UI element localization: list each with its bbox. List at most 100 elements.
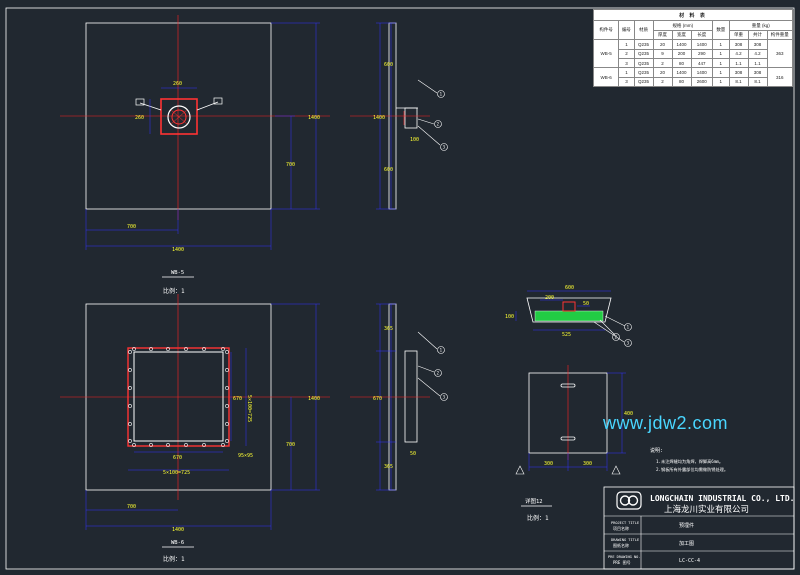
bolt-hole [184,347,188,351]
bolt-hole [225,368,229,372]
detail-plan-slot-top [560,383,576,388]
wb6-view-label: WB-6 [171,540,184,546]
bom-h-no: 编号 [618,20,635,41]
bom-part-cell: WB-5 [592,39,620,69]
bom-cell-q: 1 [712,48,730,59]
project-value: 预埋件 [679,522,694,529]
bom-part-cell: WB-6 [592,67,620,87]
bom-title: 材 料 表 [593,8,793,22]
wb6-leaders [417,331,441,397]
wb5-insert-plate [160,98,198,135]
bolt-hole [225,350,229,354]
bolt-hole [225,439,229,443]
bolt-hole [128,439,132,443]
sheet-border [5,7,795,570]
wb6-callout-3 [440,393,448,401]
number-label-en: PRE DRAWING NO. [608,555,640,559]
bolt-hole [202,347,206,351]
detail-callout-2-text: 2 [615,335,618,340]
bolt-hole [149,347,153,351]
project-label-en: PROJECT TITLE [611,521,639,525]
wb5-side-dim-bot: 600 [384,167,393,173]
section-mark-right [611,465,621,475]
notes-line1: 1.未注焊缝均为角焊，焊脚高6mm。 [656,458,723,465]
bom-h-part: 构件号 [592,20,620,41]
detail-callout-3 [624,339,632,347]
bom-cell-w: 1400 [671,39,692,50]
drawing-label-cn: 图纸名称 [613,542,629,548]
detail-insert [562,301,576,312]
detail-dims [515,290,611,331]
bom-cell-l: 1400 [690,67,714,78]
wb6-insert-opening [133,351,224,442]
bolt-hole [166,347,170,351]
bolt-hole [128,386,132,390]
bom-h-member: 构件重量 [766,29,794,41]
wb6-dim-inner-bottom: 5×100=725 [163,470,190,476]
detail-12-plan: 400 300 300 详图12 比例：1 [515,365,633,522]
material-table: 材 料 表 构件号 编号 材质 规格 (mm) 数量 重量 (kg) 厚度 宽度… [592,8,794,88]
wb5-callout-2-text: 2 [437,122,440,127]
bom-cell-q: 1 [712,76,730,88]
bom-cell-l: 447 [690,57,714,69]
bom-h-weight: 重量 (kg) [728,20,794,31]
view-wb6-side: 365 670 365 50 1 2 3 [350,303,448,491]
wb5-side-dim-small: 100 [410,137,419,143]
wb5-stud-left [135,98,162,111]
bolt-hole [128,368,132,372]
bom-cell-w: 80 [671,76,692,88]
detail-dim-top: 600 [565,285,574,291]
bom-cell-tw: 308 [747,67,768,78]
notes-line2: 2.钢板所有外露部位均需做防锈处理。 [656,466,728,473]
wb6-side-dims [376,303,396,491]
detail-plan-dim-bottom2: 300 [583,461,592,467]
wb6-dim-inner-right: 5×100=725 [246,395,252,422]
detail-section-outline [526,297,612,323]
detail-callout-1-text: 1 [627,325,630,330]
bom-cell-tw: 4.2 [747,48,768,59]
bom-cell-w: 1400 [671,67,692,78]
number-value: LC-CC-4 [679,558,700,564]
bom-cell-t: 2 [652,76,673,88]
detail-dim-small: 50 [583,301,589,307]
wb5-dim-right-half: 700 [286,162,295,168]
bolt-hole [128,404,132,408]
company-name-cn: 上海龙川实业有限公司 [664,504,749,515]
bolt-hole [128,350,132,354]
bolt-hole [184,443,188,447]
bom-cell-uw: 308 [728,39,749,50]
wb5-dimensions [85,22,320,250]
drawing-label-en: DRAWING TITLE [611,538,639,542]
bom-cell-q: 1 [712,39,730,50]
detail-plan-slot-bottom [560,436,576,441]
wb6-callout-2-text: 2 [437,371,440,376]
project-label-cn: 项目名称 [613,525,629,531]
wb6-side-dim-top: 365 [384,326,393,332]
wb6-dim-right-half: 700 [286,442,295,448]
wb5-hatch-2 [170,109,188,125]
bolt-hole [225,386,229,390]
notes-block: 说明: 1.未注焊缝均为角焊，焊脚高6mm。 2.钢板所有外露部位均需做防锈处理… [650,447,728,473]
wb6-bolt-group [128,347,229,447]
bom-cell-mat: Q235 [633,48,654,59]
wb5-callout-3 [440,143,448,151]
wb5-dim-right: 1400 [308,115,320,121]
bom-cell-l: 290 [690,48,714,59]
detail-plan-dims [528,372,626,471]
bolt-hole [202,443,206,447]
bom-cell-no: 1 [618,39,635,50]
wb6-dim-side-pitch: 95×95 [238,453,253,459]
bom-h-spec: 规格 (mm) [652,20,714,31]
detail-plan-dim-right: 400 [624,411,633,417]
bolt-hole [132,347,136,351]
wb6-side-insert [404,350,418,443]
wb6-dimensions [85,303,320,530]
bom-cell-l: 2600 [690,76,714,88]
bom-h-tw: 共计 [747,29,768,41]
wb6-side-dim-bot: 365 [384,464,393,470]
bom-cell-t: 20 [652,67,673,78]
bom-h-w: 宽度 [671,29,692,41]
wb6-side-dim-small: 50 [410,451,416,457]
